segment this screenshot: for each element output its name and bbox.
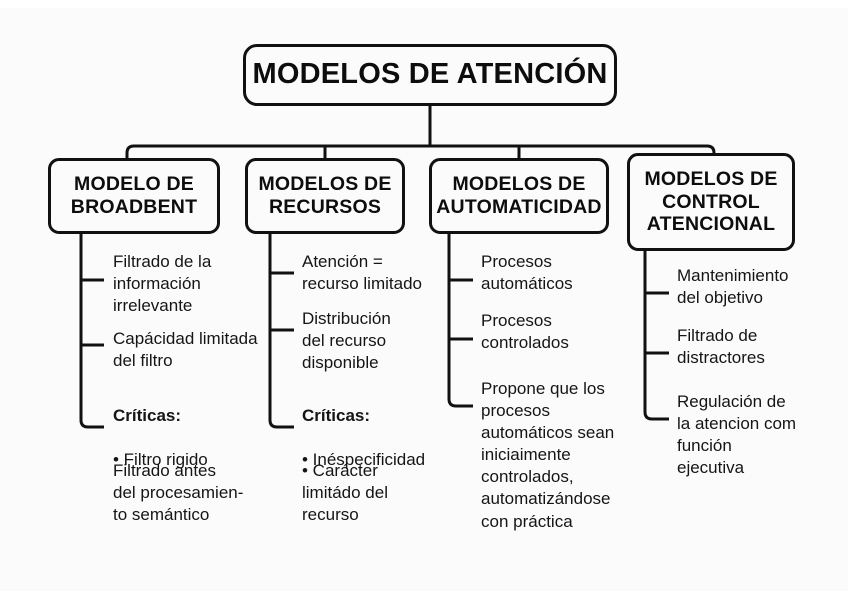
bus-drop-3 [706, 144, 716, 154]
diagram-title: MODELOS DE ATENCIÓN [243, 44, 617, 106]
leaf-head-recursos-criticas: Críticas: [302, 406, 371, 426]
category-box-control-atencional[interactable]: MODELOS DE CONTROL ATENCIONAL [627, 153, 795, 251]
leaf-item-control-0: Mantenimiento del objetivo [677, 266, 789, 308]
spine-col-2 [447, 234, 473, 408]
diagram-canvas: MODELOS DE ATENCIÓN MODELO DE BROADBENT … [0, 8, 848, 591]
leaf-item-automaticidad-1: Procesos controlados [481, 311, 569, 353]
spine-col-1 [268, 234, 294, 429]
leaf-item-recursos-0: Atención = recurso limitado [302, 252, 422, 294]
bus-drop-0 [125, 144, 135, 158]
leaf-item-recursos-1: Distribución del recurso disponible [302, 309, 391, 373]
leaf-item-recursos-2: Críticas: • Inéspecificidad [302, 383, 452, 493]
free-item-recursos-0: • Carácter limitádo del recurso [302, 461, 388, 525]
category-box-automaticidad[interactable]: MODELOS DE AUTOMATICIDAD [429, 158, 609, 234]
category-box-recursos[interactable]: MODELOS DE RECURSOS [245, 158, 405, 234]
category-box-broadbent[interactable]: MODELO DE BROADBENT [48, 158, 220, 234]
spine-col-3 [643, 251, 669, 421]
leaf-item-control-1: Filtrado de distractores [677, 326, 765, 368]
leaf-item-broadbent-2: Críticas: • Filtro rigido [113, 383, 263, 493]
leaf-item-automaticidad-0: Procesos automáticos [481, 252, 573, 294]
leaf-item-broadbent-1: Capácidad limitada del filtro [113, 329, 258, 371]
leaf-bullet-broadbent-filtro-rigido: • Filtro rigido [113, 450, 208, 470]
leaf-item-control-2: Regulación de la atencion com función ej… [677, 392, 797, 478]
leaf-item-automaticidad-2: Propone que los procesos automáticos sea… [481, 379, 615, 531]
spine-col-0 [79, 234, 104, 429]
leaf-head-broadbent-criticas: Críticas: [113, 406, 182, 426]
free-item-broadbent-0: Filtrado antes del procesamien- to semán… [113, 461, 244, 525]
leaf-item-broadbent-0: Filtrado de la información irrelevante [113, 252, 212, 316]
leaf-bullet-recursos-inespecificidad: • Inéspecificidad [302, 450, 426, 470]
